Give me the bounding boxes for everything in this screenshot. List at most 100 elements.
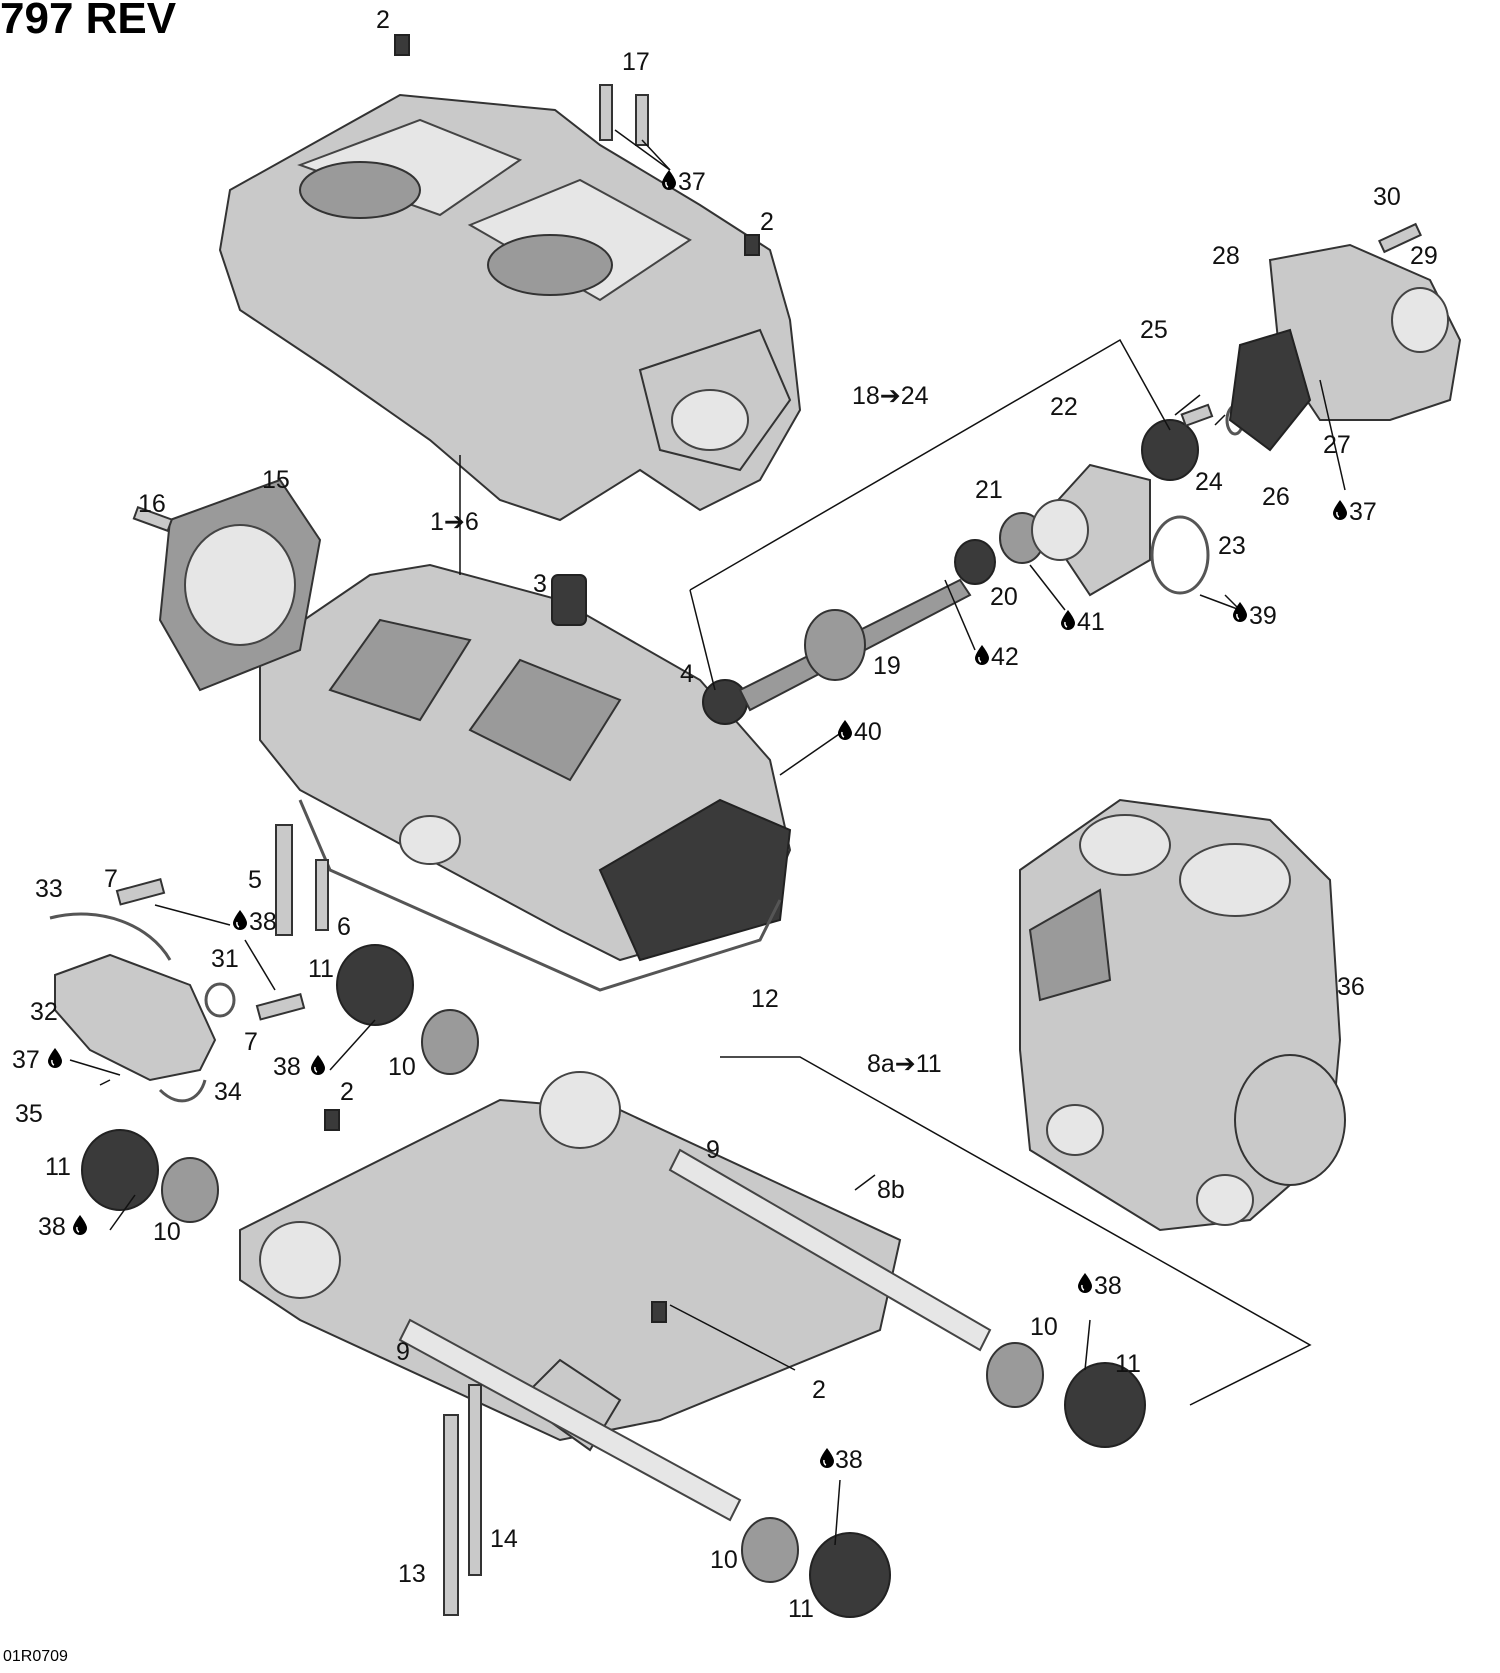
part-label: 10	[153, 1218, 181, 1246]
oil-drop-icon	[838, 720, 852, 740]
part-label: 1➔6	[430, 508, 479, 536]
part-label: 8b	[877, 1176, 905, 1204]
part-label: 2	[760, 208, 774, 236]
seal-3	[551, 574, 587, 626]
oil-drop-icon	[975, 645, 989, 665]
part-label: 2	[340, 1078, 354, 1106]
part-label: 37	[12, 1046, 40, 1074]
bolt-5	[275, 824, 293, 936]
part-label: 18➔24	[852, 382, 929, 410]
part-label: 2	[812, 1376, 826, 1404]
part-label: 22	[1050, 393, 1078, 421]
part-labels: 2 17 37 2 30 28 29 25 18➔24 22 24 26 27 …	[12, 6, 1438, 1623]
part-label: 7	[244, 1028, 258, 1056]
oil-drop-icon	[1333, 500, 1347, 520]
part-label: 3	[533, 570, 547, 598]
oil-drop-icon	[233, 910, 247, 930]
dowel-2-lower-left	[324, 1109, 340, 1131]
upper-crankcase	[218, 93, 802, 522]
part-label: 17	[622, 48, 650, 76]
part-label: 10	[1030, 1313, 1058, 1341]
bearing-11-right	[1064, 1362, 1146, 1448]
part-label: 20	[990, 583, 1018, 611]
part-label: 16	[138, 490, 166, 518]
part-label: 5	[248, 866, 262, 894]
part-label: 14	[490, 1525, 518, 1553]
leader-lines	[69, 129, 1346, 1546]
part-label: 34	[214, 1078, 242, 1106]
part-label: 13	[398, 1560, 426, 1588]
part-label: 11	[1115, 1350, 1141, 1378]
bearing-11-upper	[336, 944, 414, 1026]
bearing-10-left	[161, 1157, 219, 1223]
part-label: 39	[1249, 602, 1277, 630]
part-label: 2	[376, 6, 390, 34]
part-label: 36	[1337, 973, 1365, 1001]
part-label: 10	[388, 1053, 416, 1081]
part-label: 31	[211, 945, 239, 973]
part-label: 10	[710, 1546, 738, 1574]
part-label: 40	[854, 718, 882, 746]
screw-7-bottom	[255, 993, 306, 1021]
bolt-6	[315, 859, 329, 931]
part-label: 26	[1262, 483, 1290, 511]
part-label: 12	[751, 985, 779, 1013]
part-label: 23	[1218, 532, 1246, 560]
diagram-title: 797 REV	[0, 0, 177, 43]
dowel-2-right	[744, 234, 760, 256]
oil-drop-icon	[820, 1448, 834, 1468]
crankcase-gasket	[298, 799, 782, 992]
bearing-11-left	[81, 1129, 159, 1211]
oil-drop-icon	[1061, 610, 1075, 630]
bearing-10-bottom	[741, 1517, 799, 1583]
part-label: 29	[1410, 242, 1438, 270]
part-label: 11	[788, 1595, 814, 1623]
flange-gasket	[158, 478, 322, 692]
bearing-10-upper	[421, 1009, 479, 1075]
oil-drop-icon	[311, 1055, 325, 1075]
rotary-valve-shaft-assembly	[702, 403, 1245, 725]
bearing-11-bottom	[809, 1532, 891, 1618]
part-label: 41	[1077, 608, 1105, 636]
part-label: 30	[1373, 183, 1401, 211]
shaft-9-upper	[668, 1148, 992, 1352]
part-label: 38	[273, 1053, 301, 1081]
bolt-14	[468, 1384, 482, 1576]
part-label: 11	[45, 1153, 71, 1181]
part-label: 19	[873, 652, 901, 680]
part-label: 21	[975, 476, 1003, 504]
part-label: 9	[396, 1338, 410, 1366]
water-pump-housing	[1228, 222, 1462, 452]
oil-drop-icon	[662, 170, 676, 190]
part-label: 24	[1195, 468, 1223, 496]
part-label: 37	[678, 168, 706, 196]
part-label: 27	[1323, 431, 1351, 459]
assembled-engine-36	[1019, 798, 1346, 1232]
part-label: 4	[680, 660, 694, 688]
part-label: 38	[38, 1213, 66, 1241]
lower-crankcase	[259, 563, 792, 962]
dowel-2-top	[394, 34, 410, 56]
shaft-9-lower	[398, 1318, 742, 1522]
part-label: 7	[104, 865, 118, 893]
part-label: 38	[1094, 1272, 1122, 1300]
screw-7-top	[115, 878, 166, 906]
part-label: 38	[835, 1446, 863, 1474]
part-label: 25	[1140, 316, 1168, 344]
part-label: 32	[30, 998, 58, 1026]
part-label: 28	[1212, 242, 1240, 270]
part-label: 38	[249, 908, 277, 936]
bolt-17a	[599, 84, 613, 141]
diagram-code: 01R0709	[3, 1648, 68, 1665]
part-label: 42	[991, 643, 1019, 671]
part-label: 37	[1349, 498, 1377, 526]
bolt-17b	[635, 94, 649, 146]
oil-drop-icon	[73, 1215, 87, 1235]
oil-pump-assembly	[49, 912, 236, 1103]
part-label: 6	[337, 913, 351, 941]
part-label: 9	[706, 1136, 720, 1164]
part-label: 33	[35, 875, 63, 903]
part-label: 11	[308, 955, 334, 983]
part-label: 15	[262, 466, 290, 494]
